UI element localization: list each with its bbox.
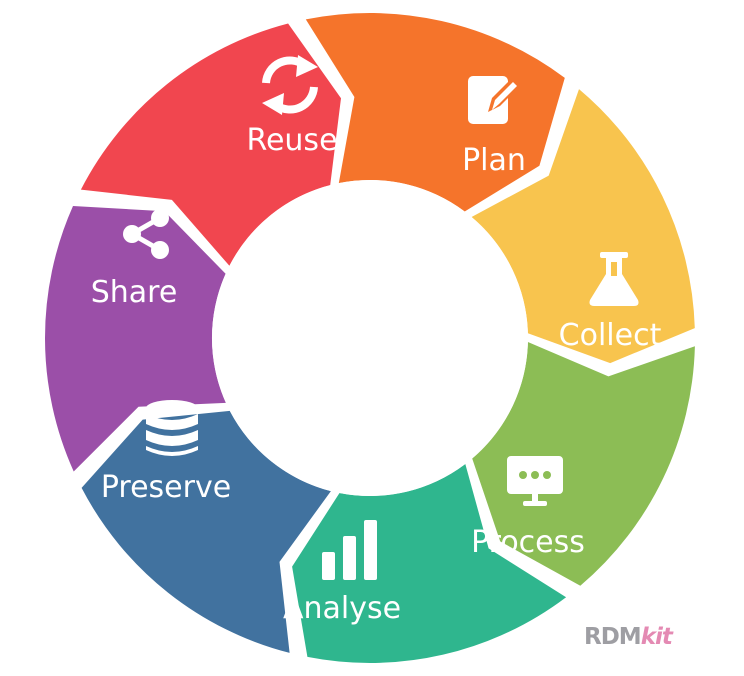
bar-chart-icon bbox=[322, 520, 377, 580]
segment-reuse[interactable] bbox=[80, 23, 342, 266]
label-preserve: Preserve bbox=[101, 470, 231, 505]
share-icon bbox=[123, 209, 169, 259]
monitor-icon bbox=[507, 456, 563, 506]
pencil-notepad-icon bbox=[468, 76, 520, 124]
brand-kit: kit bbox=[640, 624, 673, 650]
label-collect: Collect bbox=[559, 318, 662, 353]
segment-collect[interactable] bbox=[471, 89, 695, 364]
label-share: Share bbox=[91, 275, 178, 310]
segment-process[interactable] bbox=[472, 342, 695, 586]
rdmkit-logo[interactable]: RDMkit bbox=[584, 624, 673, 650]
segment-preserve[interactable] bbox=[81, 410, 331, 653]
refresh-icon bbox=[262, 55, 318, 115]
center-hole bbox=[212, 180, 528, 496]
brand-rdm: RDM bbox=[584, 624, 642, 650]
label-reuse: Reuse bbox=[246, 123, 337, 158]
segment-share[interactable] bbox=[45, 206, 226, 472]
label-analyse: Analyse bbox=[283, 591, 401, 626]
segment-analyse[interactable] bbox=[292, 464, 567, 663]
label-process: Process bbox=[471, 525, 585, 560]
database-icon bbox=[146, 400, 198, 456]
label-plan: Plan bbox=[462, 143, 526, 178]
segment-plan[interactable] bbox=[305, 13, 565, 212]
flask-icon bbox=[589, 252, 639, 306]
